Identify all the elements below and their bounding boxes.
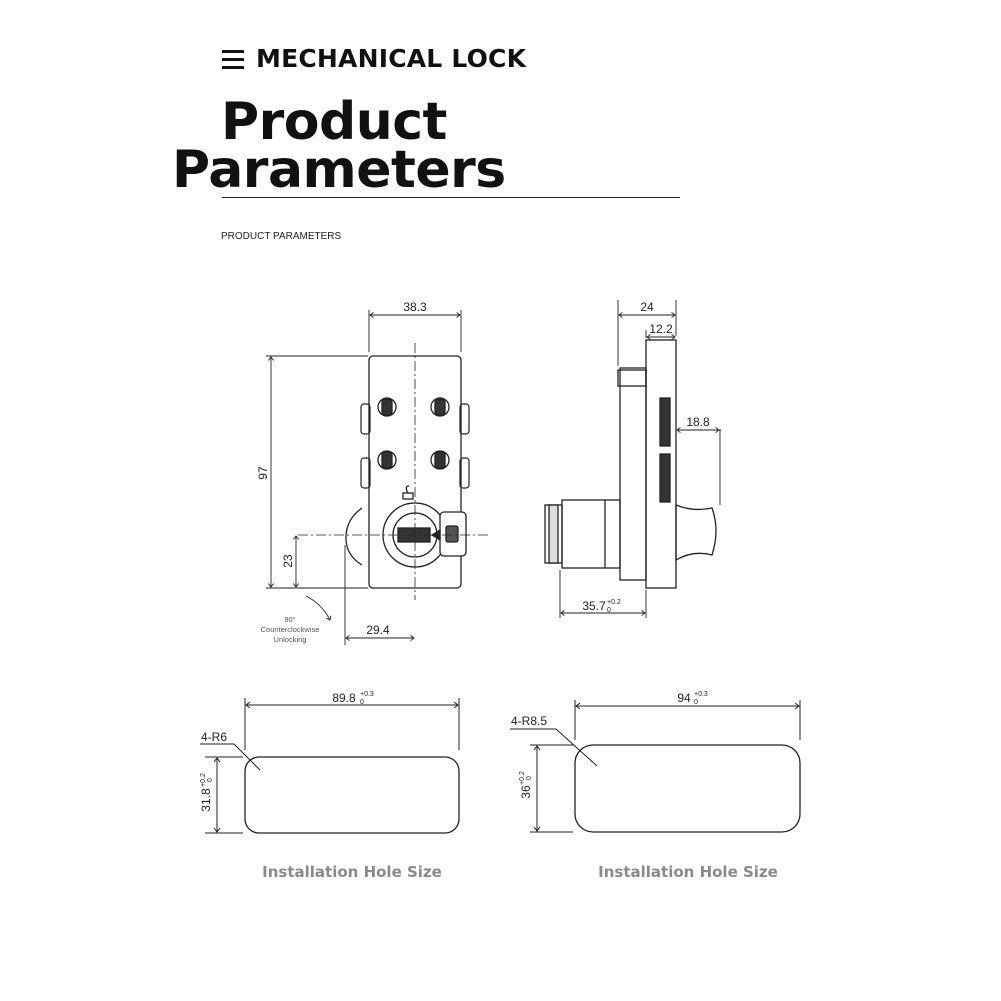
- hole-1-outline: [244, 756, 460, 834]
- page-title-line-1: Product: [221, 92, 447, 152]
- hole-1-width-tol-lower: 0: [360, 699, 364, 706]
- page-header: MECHANICAL LOCK: [222, 44, 526, 73]
- front-view: [298, 343, 490, 600]
- side-body: [619, 367, 647, 581]
- side-knob: [675, 504, 717, 562]
- rotation-note-action: Unlocking: [274, 635, 307, 644]
- dim-side-depth: 24: [640, 300, 654, 314]
- combination-dials: [377, 397, 450, 470]
- hole-2: [510, 700, 801, 833]
- dim-body-depth: 35.7: [582, 599, 606, 613]
- hole-1-caption: Installation Hole Size: [262, 863, 442, 881]
- side-cylinder: [561, 499, 621, 569]
- rotation-note-angle: 90°: [284, 615, 295, 624]
- dim-cam-offset: 29.4: [366, 623, 390, 637]
- dim-body-tol-lower: 0: [607, 607, 611, 614]
- menu-icon[interactable]: [222, 49, 244, 69]
- hole-2-height: 36: [519, 785, 533, 799]
- hole-1-height: 31.8: [199, 788, 213, 812]
- hole-2-caption: Installation Hole Size: [598, 863, 778, 881]
- hole-1-width-tol-upper: +0.3: [360, 691, 374, 698]
- side-view: [544, 339, 717, 589]
- hole-2-radius: 4-R8.5: [511, 714, 547, 728]
- hole-1-height-tol-lower: 0: [207, 778, 214, 782]
- title-divider: [222, 197, 680, 198]
- dim-side-inner-depth: 12.2: [649, 322, 673, 336]
- hole-1: [200, 698, 460, 834]
- hole-1-height-tol-upper: +0.2: [200, 773, 207, 787]
- hole-2-width: 94: [677, 691, 691, 705]
- front-dimensions: [266, 310, 462, 645]
- dim-front-width: 38.3: [403, 300, 427, 314]
- hole-2-height-tol-lower: 0: [526, 776, 533, 780]
- brand-title: MECHANICAL LOCK: [256, 44, 527, 73]
- dim-knob: 18.8: [686, 415, 710, 429]
- hole-2-width-tol-lower: 0: [694, 699, 698, 706]
- dim-front-height: 97: [256, 466, 270, 480]
- cam-knob: [345, 485, 467, 568]
- dim-body-tol-upper: +0.2: [607, 599, 621, 606]
- hole-2-width-tol-upper: +0.3: [694, 691, 708, 698]
- side-dimensions: [559, 300, 721, 618]
- page-title-line-2: Parameters: [172, 140, 506, 200]
- hole-2-outline: [574, 744, 801, 833]
- rotation-note-direction: Counterclockwise: [261, 625, 320, 634]
- hole-1-width: 89.8: [332, 691, 356, 705]
- hole-1-radius: 4-R6: [201, 730, 227, 744]
- section-subheading: PRODUCT PARAMETERS: [221, 231, 342, 242]
- dim-cam-height: 23: [281, 554, 295, 568]
- hole-2-height-tol-upper: +0.2: [519, 771, 526, 785]
- gear-wheels: [360, 403, 470, 489]
